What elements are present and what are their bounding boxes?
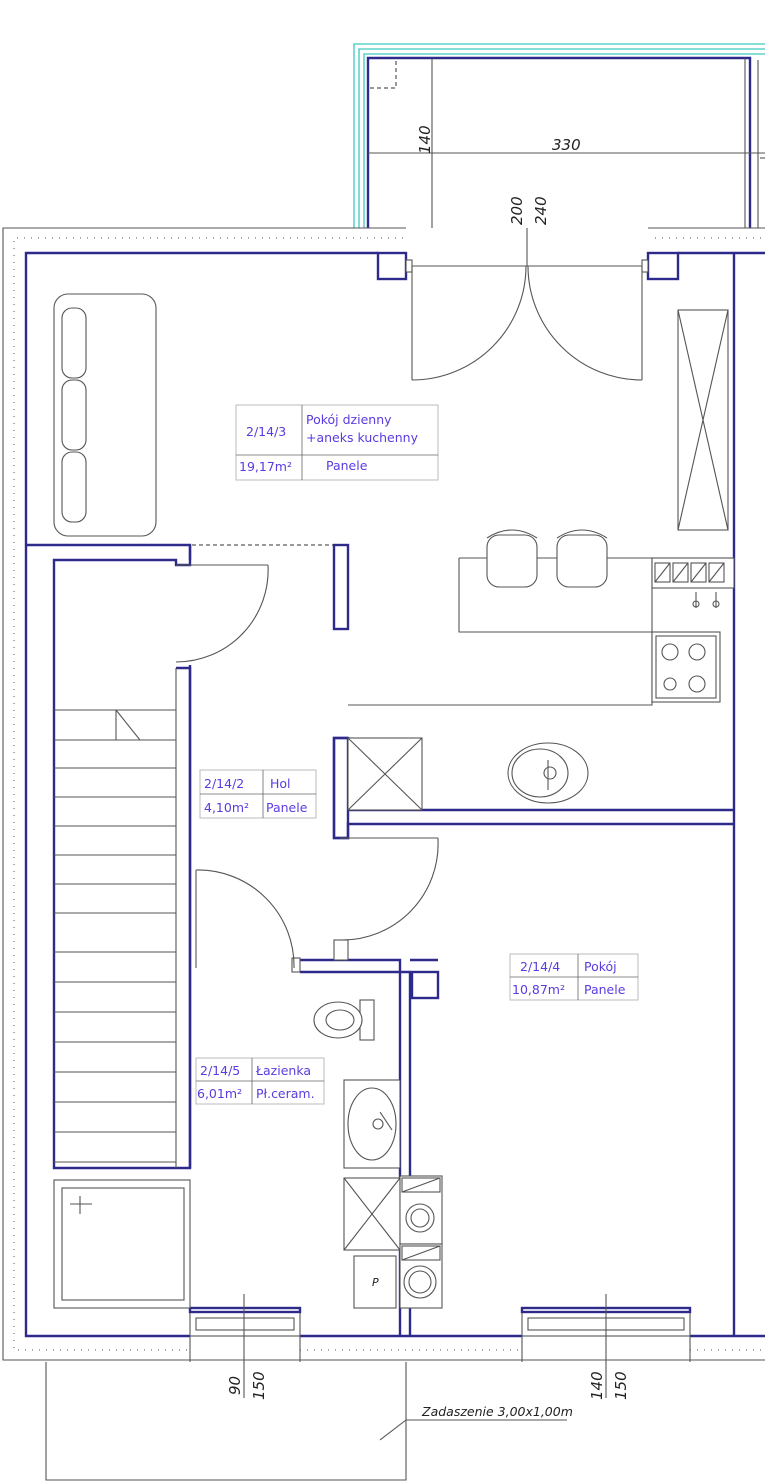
interior-doors [175,564,439,969]
room-area: 10,87m² [512,982,565,997]
sofa [53,293,157,537]
room-name-line2: +aneks kuchenny [306,430,419,445]
room-area: 4,10m² [204,800,249,815]
cooktop [651,631,721,703]
dryer [399,1243,443,1309]
heater [353,1255,397,1309]
kitchen [347,529,735,811]
room-area: 6,01m² [197,1086,242,1101]
bar-stools [486,529,608,588]
room-name: Hol [270,776,291,791]
room-name-line1: Pokój dzienny [306,412,392,427]
wardrobe [677,309,729,531]
balcony [353,43,765,228]
washbasin [343,1079,401,1169]
room-number: 2/14/3 [246,424,286,439]
window-left-sill-dimension: 90 [226,1376,244,1395]
room-number: 2/14/2 [204,776,244,791]
exterior-walls [2,227,765,1361]
window-left-top-dimension: 150 [250,1371,268,1400]
room-floor: Panele [326,458,368,473]
bottom-windows [188,1294,692,1398]
canopy: Zadaszenie 3,00x1,00m [45,1362,573,1481]
toilet [313,999,375,1041]
room-floor: Pł.ceram. [256,1086,315,1101]
dimension-labels: 140 330 200 240 90 150 140 150 [226,125,630,1400]
balcony-width-dimension: 330 [552,136,581,154]
staircase [54,668,177,1168]
window-right-sill-dimension: 140 [588,1371,606,1400]
room-label-bathroom: 2/14/5 Łazienka 6,01m² Pł.ceram. [195,1057,325,1105]
room-name: Pokój [584,959,617,974]
door-top-dimension: 240 [532,196,550,225]
balcony-double-door [411,228,643,381]
drawer-icons [654,562,725,583]
room-area: 19,17m² [239,459,292,474]
room-name: Łazienka [255,1063,311,1078]
kitchen-sink [507,742,589,804]
canopy-note: Zadaszenie 3,00x1,00m [421,1404,573,1419]
cabinet [343,1177,401,1251]
appliance-label: P [372,1276,379,1289]
room-number: 2/14/4 [520,959,560,974]
balcony-depth-dimension: 140 [416,125,434,154]
washing-machine [399,1175,443,1245]
room-label-living: 2/14/3 Pokój dzienny +aneks kuchenny 19,… [235,404,439,481]
window-right-top-dimension: 150 [612,1371,630,1400]
faucet-icons [692,592,720,608]
room-number: 2/14/5 [200,1063,240,1078]
fridge [347,737,423,811]
door-height-dimension: 200 [508,196,526,225]
room-label-room: 2/14/4 Pokój 10,87m² Panele [509,953,639,1001]
bathroom-fixtures: P [53,999,443,1309]
room-floor: Panele [584,982,626,997]
room-floor: Panele [266,800,308,815]
room-label-hall: 2/14/2 Hol 4,10m² Panele [199,769,317,819]
